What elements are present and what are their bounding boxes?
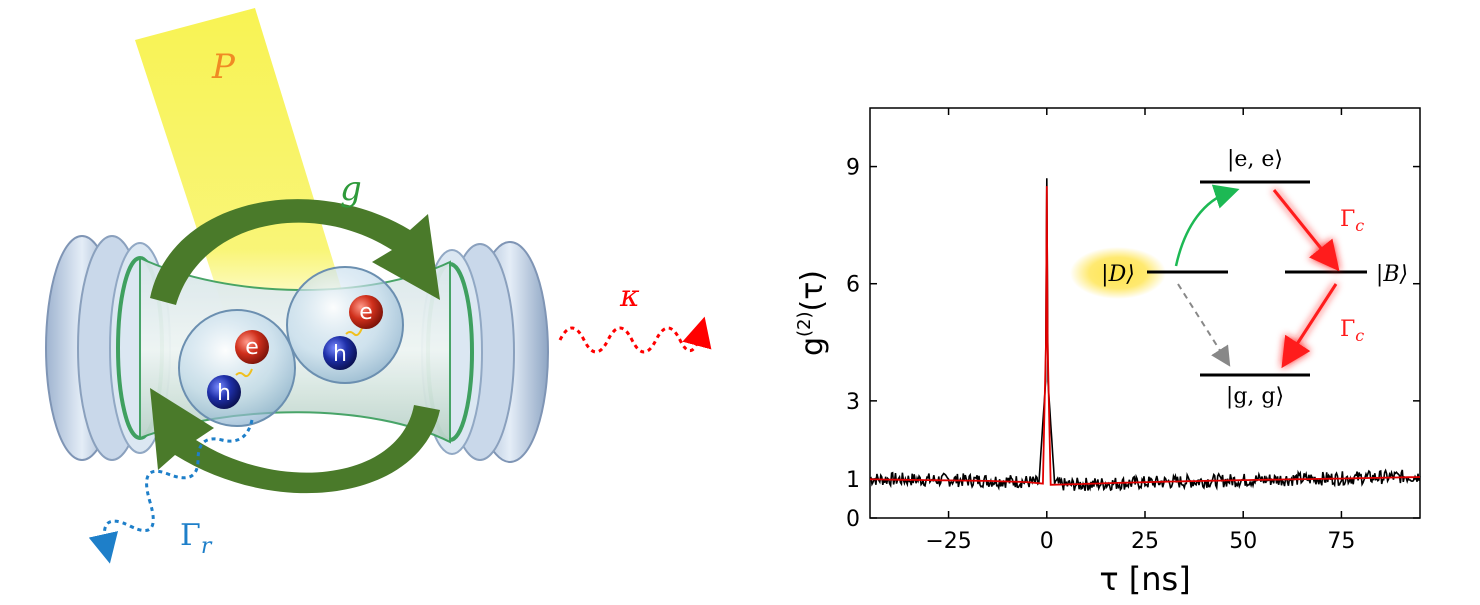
pump-label: P xyxy=(211,47,236,87)
coupling-label: g xyxy=(340,169,362,209)
y-tick-label: 0 xyxy=(846,507,860,532)
level-ee-label: |e, e⟩ xyxy=(1227,147,1283,172)
emitter-2: e h xyxy=(286,266,404,384)
gamma-c-upper-label: Γc xyxy=(1340,207,1364,235)
cavity-schematic: e h e h P g κ Γr xyxy=(45,8,712,564)
energy-level-inset: |e, e⟩ |D⟩ |B⟩ |g, g⟩ Γc Γc xyxy=(1070,147,1408,409)
level-D-label: |D⟩ xyxy=(1101,262,1135,287)
hole-1-label: h xyxy=(217,381,231,406)
y-axis-label: g(2)(τ) xyxy=(794,270,830,356)
coupling-arrows xyxy=(150,199,440,494)
pump-beam xyxy=(135,8,345,330)
x-axis-label: τ [ns] xyxy=(1099,560,1190,598)
y-tick-label: 6 xyxy=(846,273,860,298)
dashed-transition-arrow xyxy=(1177,283,1231,367)
emitter-1: e h xyxy=(178,309,296,427)
electron-1-label: e xyxy=(245,335,259,360)
data-series xyxy=(869,178,1421,492)
kappa-emission-arrow xyxy=(558,316,712,354)
electron-1 xyxy=(235,330,269,364)
electron-2-label: e xyxy=(359,300,373,325)
decay-arrow-upper xyxy=(1272,189,1340,272)
dark-state-glow xyxy=(1070,247,1166,299)
axis-ticks: −25 0 25 50 75 0 1 3 6 9 xyxy=(846,108,1420,554)
level-B-label: |B⟩ xyxy=(1376,262,1408,287)
measured-trace xyxy=(869,178,1421,492)
fit-trace xyxy=(869,186,1421,486)
g2-plot: −25 0 25 50 75 0 1 3 6 9 g(2)(τ) τ [ns] |e, e⟩ |D… xyxy=(794,107,1421,598)
gamma-c-lower-label: Γc xyxy=(1340,317,1364,345)
plot-frame xyxy=(869,107,1421,519)
x-tick-label: 0 xyxy=(1040,529,1054,554)
x-tick-label: 75 xyxy=(1327,529,1355,554)
y-tick-label: 1 xyxy=(846,468,860,493)
level-gg-label: |g, g⟩ xyxy=(1226,384,1284,409)
x-tick-label: −25 xyxy=(925,529,971,554)
hole-1 xyxy=(207,375,241,409)
hole-2-label: h xyxy=(333,342,347,367)
electron-2 xyxy=(349,295,383,329)
pump-transition-arrow xyxy=(1174,184,1240,267)
hole-2 xyxy=(323,336,357,370)
x-tick-label: 50 xyxy=(1229,529,1257,554)
y-tick-label: 9 xyxy=(846,156,860,181)
gamma-r-label: Γr xyxy=(180,518,213,559)
kappa-label: κ xyxy=(619,279,640,314)
right-mirror xyxy=(421,241,549,463)
gamma-r-emission-arrow xyxy=(88,419,254,564)
y-tick-label: 3 xyxy=(846,390,860,415)
x-tick-label: 25 xyxy=(1131,529,1159,554)
decay-arrow-lower xyxy=(1281,283,1338,369)
